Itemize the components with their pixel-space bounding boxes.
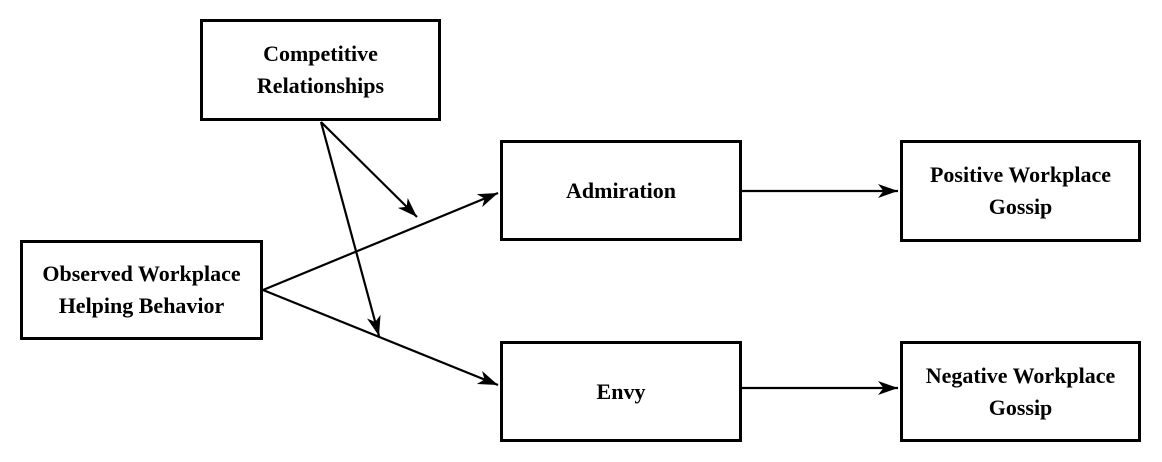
node-positive-workplace-gossip: Positive Workplace Gossip xyxy=(900,140,1141,242)
node-observed-workplace-helping-behavior: Observed Workplace Helping Behavior xyxy=(20,240,263,340)
node-label: Competitive Relationships xyxy=(256,41,385,98)
node-label: Admiration xyxy=(566,177,676,203)
node-competitive-relationships: Competitive Relationships xyxy=(200,19,441,121)
node-label: Negative Workplace Gossip xyxy=(925,362,1116,420)
node-label: Observed Workplace Helping Behavior xyxy=(42,261,241,318)
node-envy: Envy xyxy=(500,341,742,442)
moderation-arrow-to-admiration-path xyxy=(320,121,418,218)
node-negative-workplace-gossip: Negative Workplace Gossip xyxy=(900,341,1141,442)
arrow-observed-to-envy xyxy=(262,288,499,387)
node-admiration: Admiration xyxy=(500,140,742,241)
node-label: Positive Workplace Gossip xyxy=(929,162,1112,219)
arrow-observed-to-admiration xyxy=(262,191,499,292)
moderation-arrow-to-envy-path xyxy=(319,121,381,337)
node-label: Envy xyxy=(596,378,646,404)
